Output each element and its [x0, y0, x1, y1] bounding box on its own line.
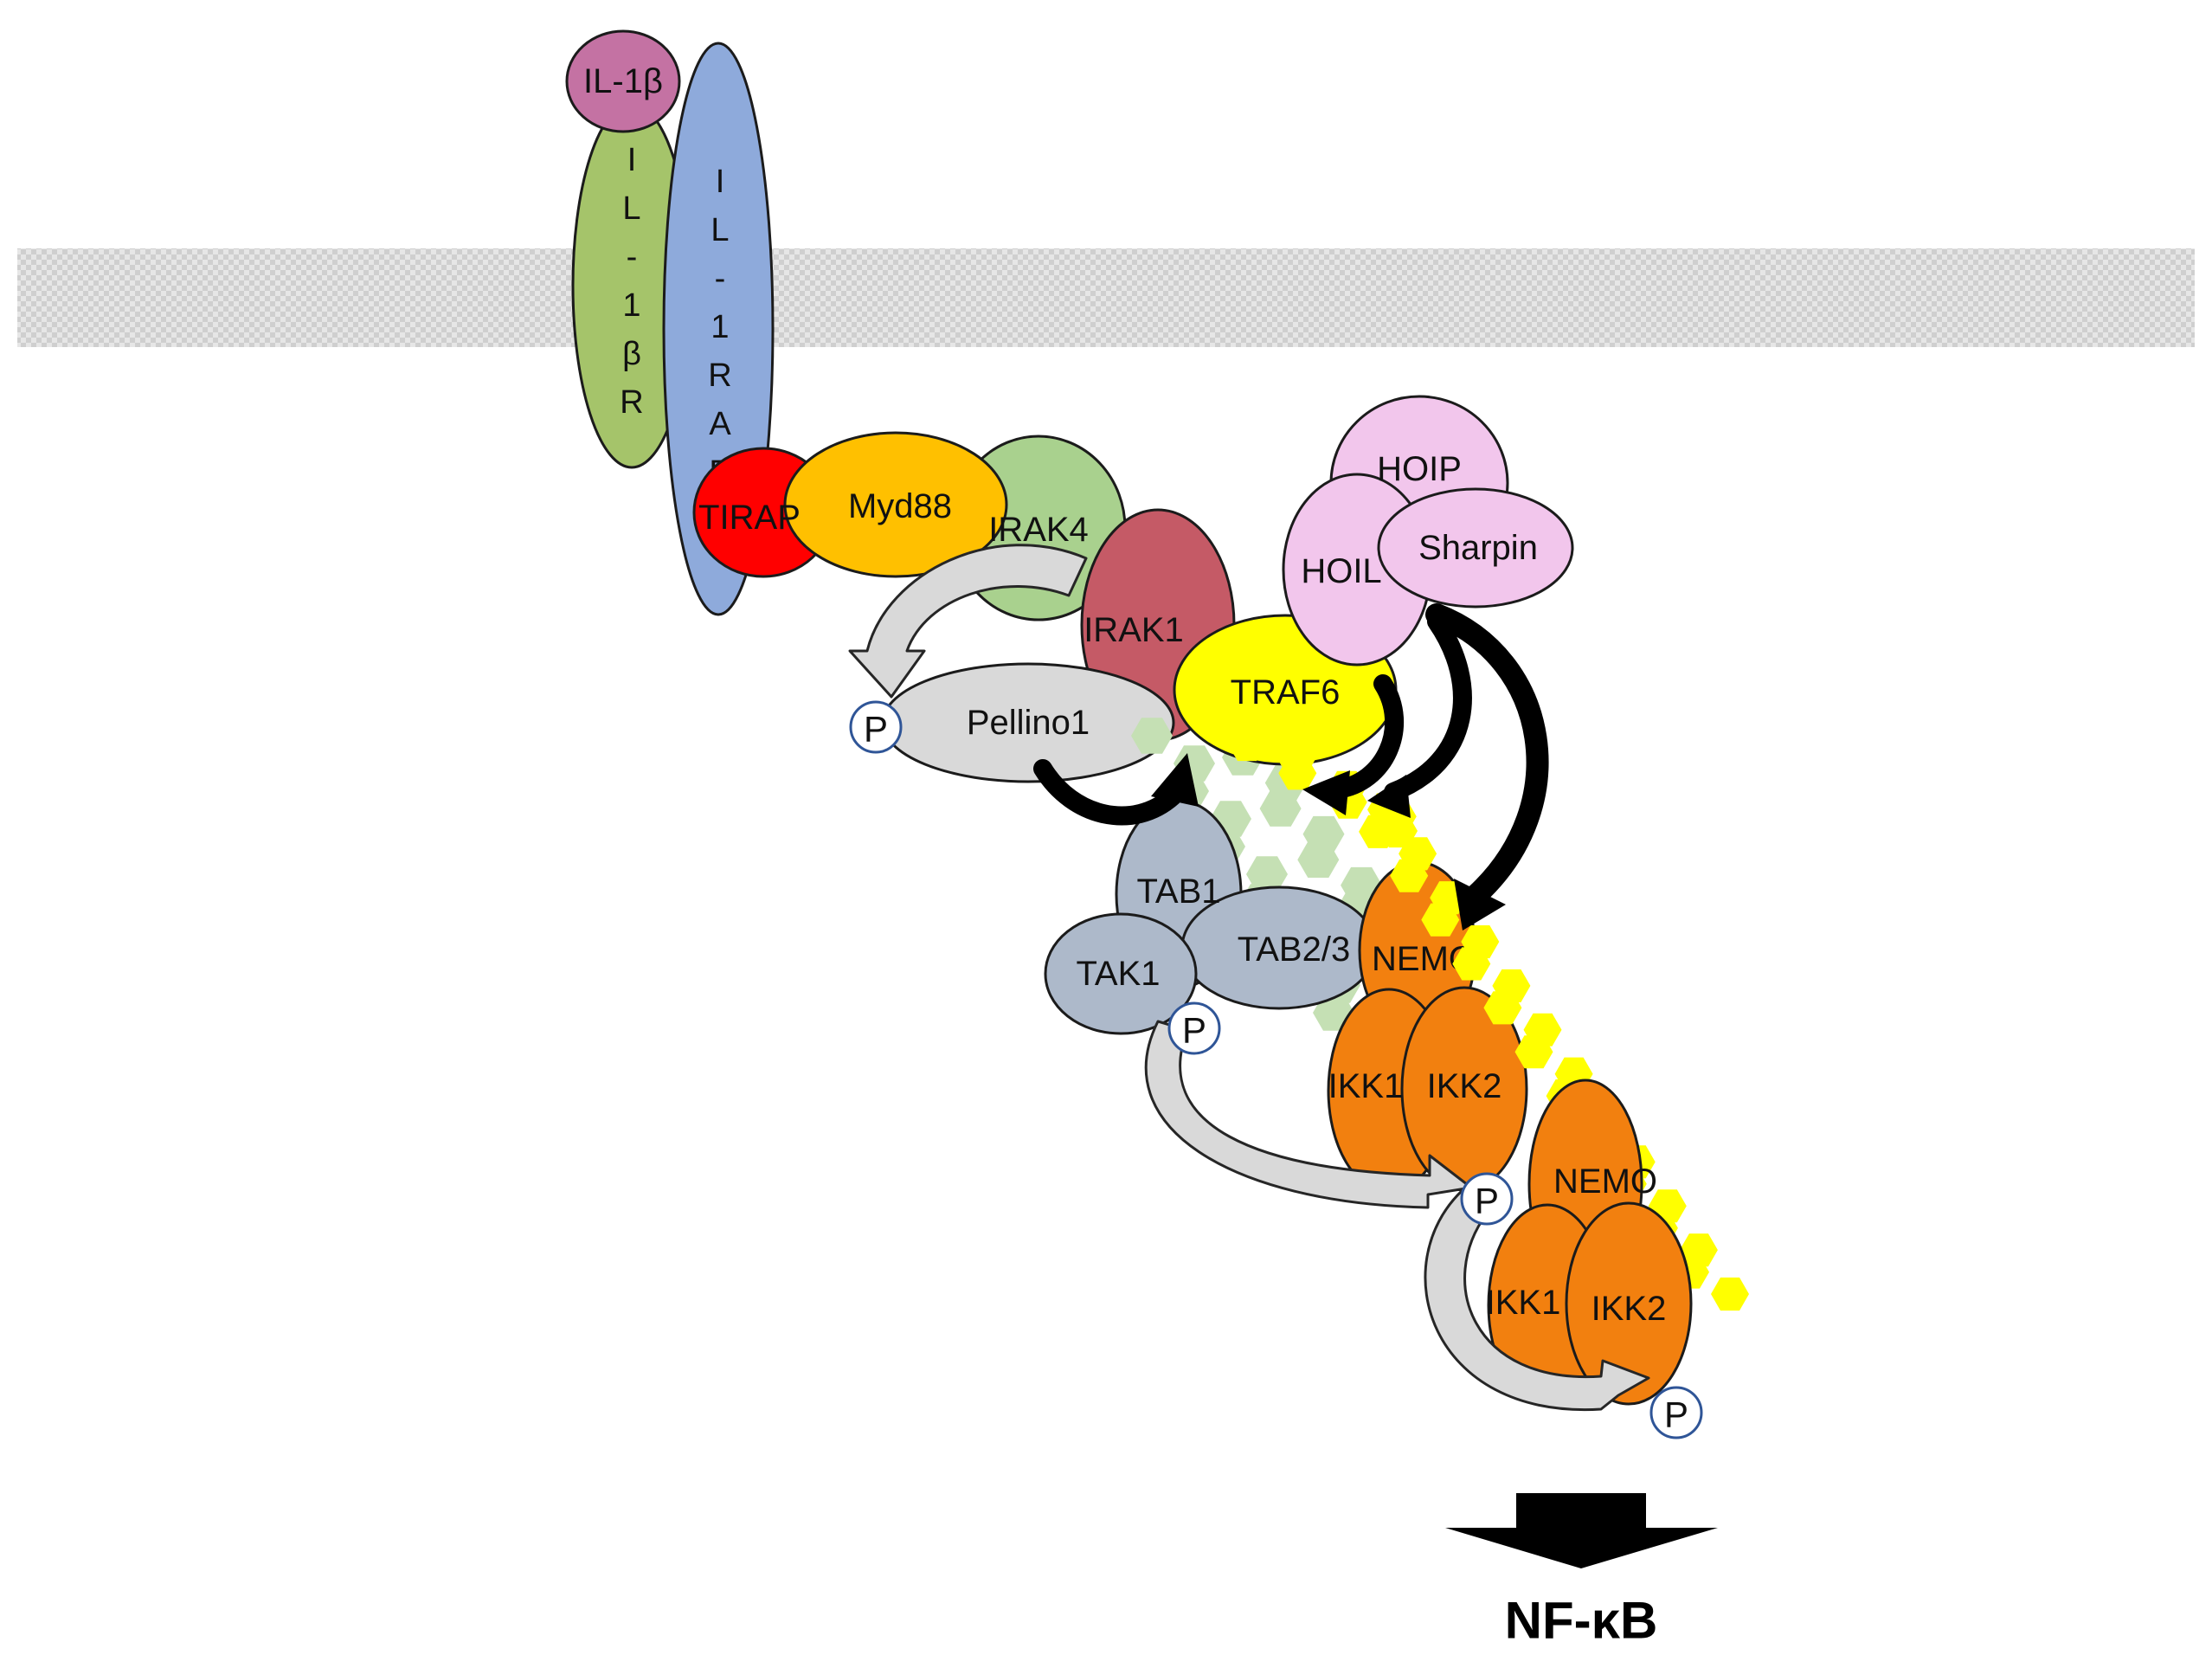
cell-membrane — [17, 248, 2195, 347]
hoil-label: HOIL — [1301, 552, 1381, 590]
m1-ubiquitin-unit — [1278, 757, 1317, 790]
il1rap-label-letter: R — [708, 357, 731, 394]
ikk2-protein-2 — [1565, 1201, 1693, 1406]
k63-ubiquitin-unit — [1131, 718, 1173, 754]
ikk-ikk-phosphorylation-arrow — [1424, 1188, 1650, 1411]
m1-ubiquitin-unit — [1390, 859, 1429, 892]
il1br-label-letter: β — [622, 336, 641, 372]
sharpin-protein — [1377, 487, 1574, 609]
ikk2-phosphate-1-label: P — [1475, 1181, 1499, 1221]
tab1-label: TAB1 — [1136, 873, 1220, 911]
il1rap-label-letter: A — [709, 406, 731, 442]
il1br-label-letter: L — [622, 190, 640, 227]
il1b-ligand — [565, 29, 681, 133]
tak1-phosphate-label: P — [1182, 1010, 1206, 1051]
irak4-label: IRAK4 — [988, 511, 1089, 549]
il1rap-label-letter: I — [716, 164, 725, 200]
pellino1-to-irak1-arrowhead — [1151, 753, 1199, 807]
k63-ubiquitin-unit — [1297, 841, 1340, 878]
nfkb-label: NF-κB — [1505, 1592, 1658, 1650]
lubac-to-traf6-arrowhead — [1367, 775, 1411, 818]
ikk1-label-1: IKK1 — [1328, 1067, 1404, 1105]
traf6-ubiquitination-arrow — [1328, 674, 1405, 799]
nemo-label-2: NEMO — [1553, 1162, 1657, 1201]
tirap-label: TIRAP — [698, 499, 801, 537]
il1b-label: IL-1β — [583, 62, 663, 100]
pellino1-to-irak1-arrow — [1033, 759, 1182, 826]
myd88-protein — [783, 431, 1008, 578]
hoip-label: HOIP — [1377, 450, 1462, 488]
ikk2-phosphate-2-label: P — [1664, 1394, 1688, 1435]
sharpin-label: Sharpin — [1418, 529, 1538, 567]
ikk2-phosphate-1-badge — [1460, 1172, 1514, 1226]
ikk2-label-1: IKK2 — [1427, 1067, 1502, 1105]
il1br-label-letter: - — [627, 239, 638, 275]
ikk2-label-2: IKK2 — [1591, 1290, 1667, 1328]
il1br-label-letter: R — [620, 384, 643, 421]
traf6-ubiquitination-arrowhead — [1302, 770, 1350, 815]
k63-ubiquitin-unit — [1246, 856, 1288, 892]
il1br-label-letter: 1 — [622, 287, 640, 324]
pellino1-phosphate-label: P — [864, 709, 888, 750]
m1-ubiquitin-unit — [1228, 727, 1266, 762]
ikk1-label-2: IKK1 — [1486, 1284, 1561, 1322]
tak1-ikk-phosphorylation-arrow — [1144, 1020, 1473, 1209]
tak1-protein — [1044, 912, 1198, 1035]
il1rap-label-letter: - — [715, 261, 726, 297]
m1-ubiquitin-unit — [1711, 1277, 1749, 1311]
il1rap-label-letter: L — [711, 212, 729, 248]
ikk2-phosphate-2-badge — [1649, 1386, 1703, 1439]
nfkb-output-arrow — [1445, 1493, 1718, 1568]
il1br-label-letter: I — [627, 142, 637, 178]
k63-ubiquitin-unit — [1259, 790, 1302, 827]
m1-ubiquitin-unit — [1452, 947, 1491, 981]
pellino1-label: Pellino1 — [967, 704, 1090, 742]
m1-ubiquitin-unit — [1483, 991, 1522, 1025]
il1rap-label-letter: 1 — [711, 309, 729, 345]
m1-ubiquitin-unit — [1514, 1035, 1553, 1069]
traf6-label: TRAF6 — [1231, 673, 1341, 712]
tak1-label: TAK1 — [1076, 955, 1160, 993]
il1rap-label: IL-1RAP — [708, 164, 731, 491]
m1-ubiquitin-unit — [1421, 903, 1460, 937]
lubac-to-nemo-arrow — [1425, 603, 1549, 907]
myd88-label: Myd88 — [848, 487, 952, 525]
tab23-label: TAB2/3 — [1238, 931, 1350, 969]
irak1-label: IRAK1 — [1083, 611, 1184, 649]
pellino1-phosphate-badge — [849, 700, 903, 754]
tak1-phosphate-badge — [1167, 1001, 1221, 1055]
lubac-to-nemo-arrowhead — [1454, 879, 1506, 931]
lubac-to-traf6-arrow — [1384, 612, 1472, 802]
m1-ubiquitin-unit — [1359, 815, 1398, 848]
irak1-pellino1-phosphorylation-arrow — [848, 544, 1088, 699]
il1br-label: IL - 1 βR — [620, 142, 643, 421]
